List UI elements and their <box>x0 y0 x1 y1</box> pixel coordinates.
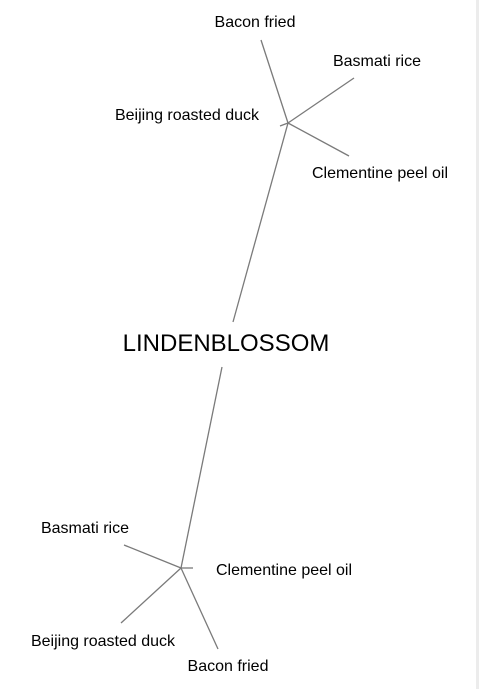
leaf-label-top-beijing-roasted-duck: Beijing roasted duck <box>115 107 260 124</box>
edge-center-to-bottom-hub <box>180 366 223 569</box>
edge-center-to-top-hub <box>232 122 289 323</box>
leaf-label-bottom-bacon-fried: Bacon fried <box>188 658 269 675</box>
edge-top-clementine-peel-oil <box>287 122 350 157</box>
edge-bottom-basmati-rice <box>123 544 182 569</box>
leaf-label-bottom-basmati-rice: Basmati rice <box>41 520 129 537</box>
leaf-label-bottom-clementine-peel-oil: Clementine peel oil <box>216 562 352 579</box>
edge-bottom-bacon-fried <box>180 567 219 650</box>
edge-bottom-beijing-roasted-duck <box>120 567 182 624</box>
right-border-divider <box>476 0 479 689</box>
leaf-label-top-bacon-fried: Bacon fried <box>215 14 296 31</box>
edge-top-basmati-rice <box>287 77 355 124</box>
edge-top-beijing-roasted-duck <box>279 122 289 127</box>
edge-top-bacon-fried <box>260 39 289 124</box>
leaf-label-top-basmati-rice: Basmati rice <box>333 53 421 70</box>
leaf-label-bottom-beijing-roasted-duck: Beijing roasted duck <box>31 633 176 650</box>
leaf-label-top-clementine-peel-oil: Clementine peel oil <box>312 165 448 182</box>
center-node-label: LINDENBLOSSOM <box>123 330 330 357</box>
